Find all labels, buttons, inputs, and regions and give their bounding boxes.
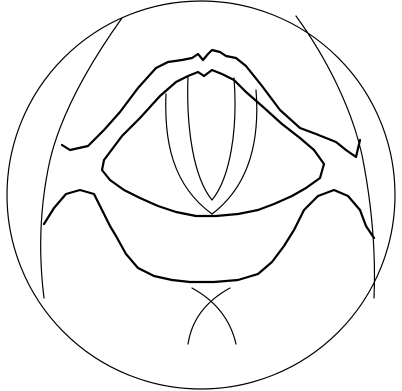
central-tongue-inner xyxy=(188,76,235,200)
lower-band xyxy=(44,190,374,282)
left-side-wall xyxy=(41,18,122,298)
central-tongue-outer xyxy=(166,90,257,214)
right-side-wall xyxy=(296,16,375,298)
upper-arch xyxy=(62,50,360,157)
